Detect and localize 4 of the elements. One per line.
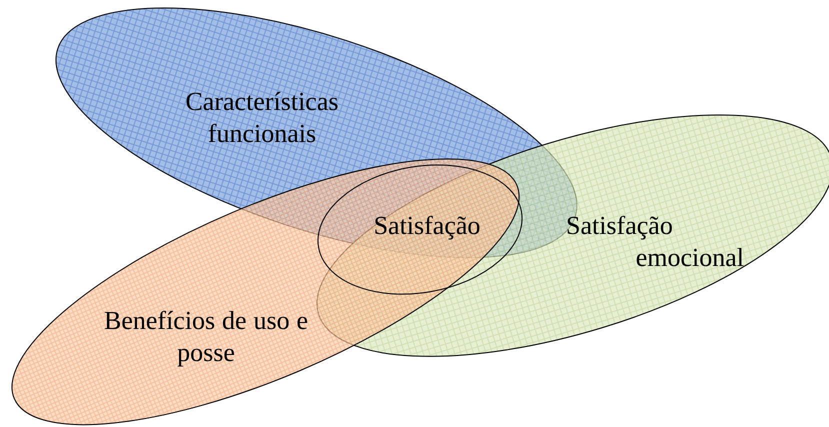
ellipse-label: Satisfação emocional [566, 210, 744, 274]
ellipse-label: Benefícios de uso e posse [104, 304, 308, 369]
ellipse-label: Satisfação [372, 210, 482, 242]
ellipse-label: Características funcionais [184, 86, 340, 150]
